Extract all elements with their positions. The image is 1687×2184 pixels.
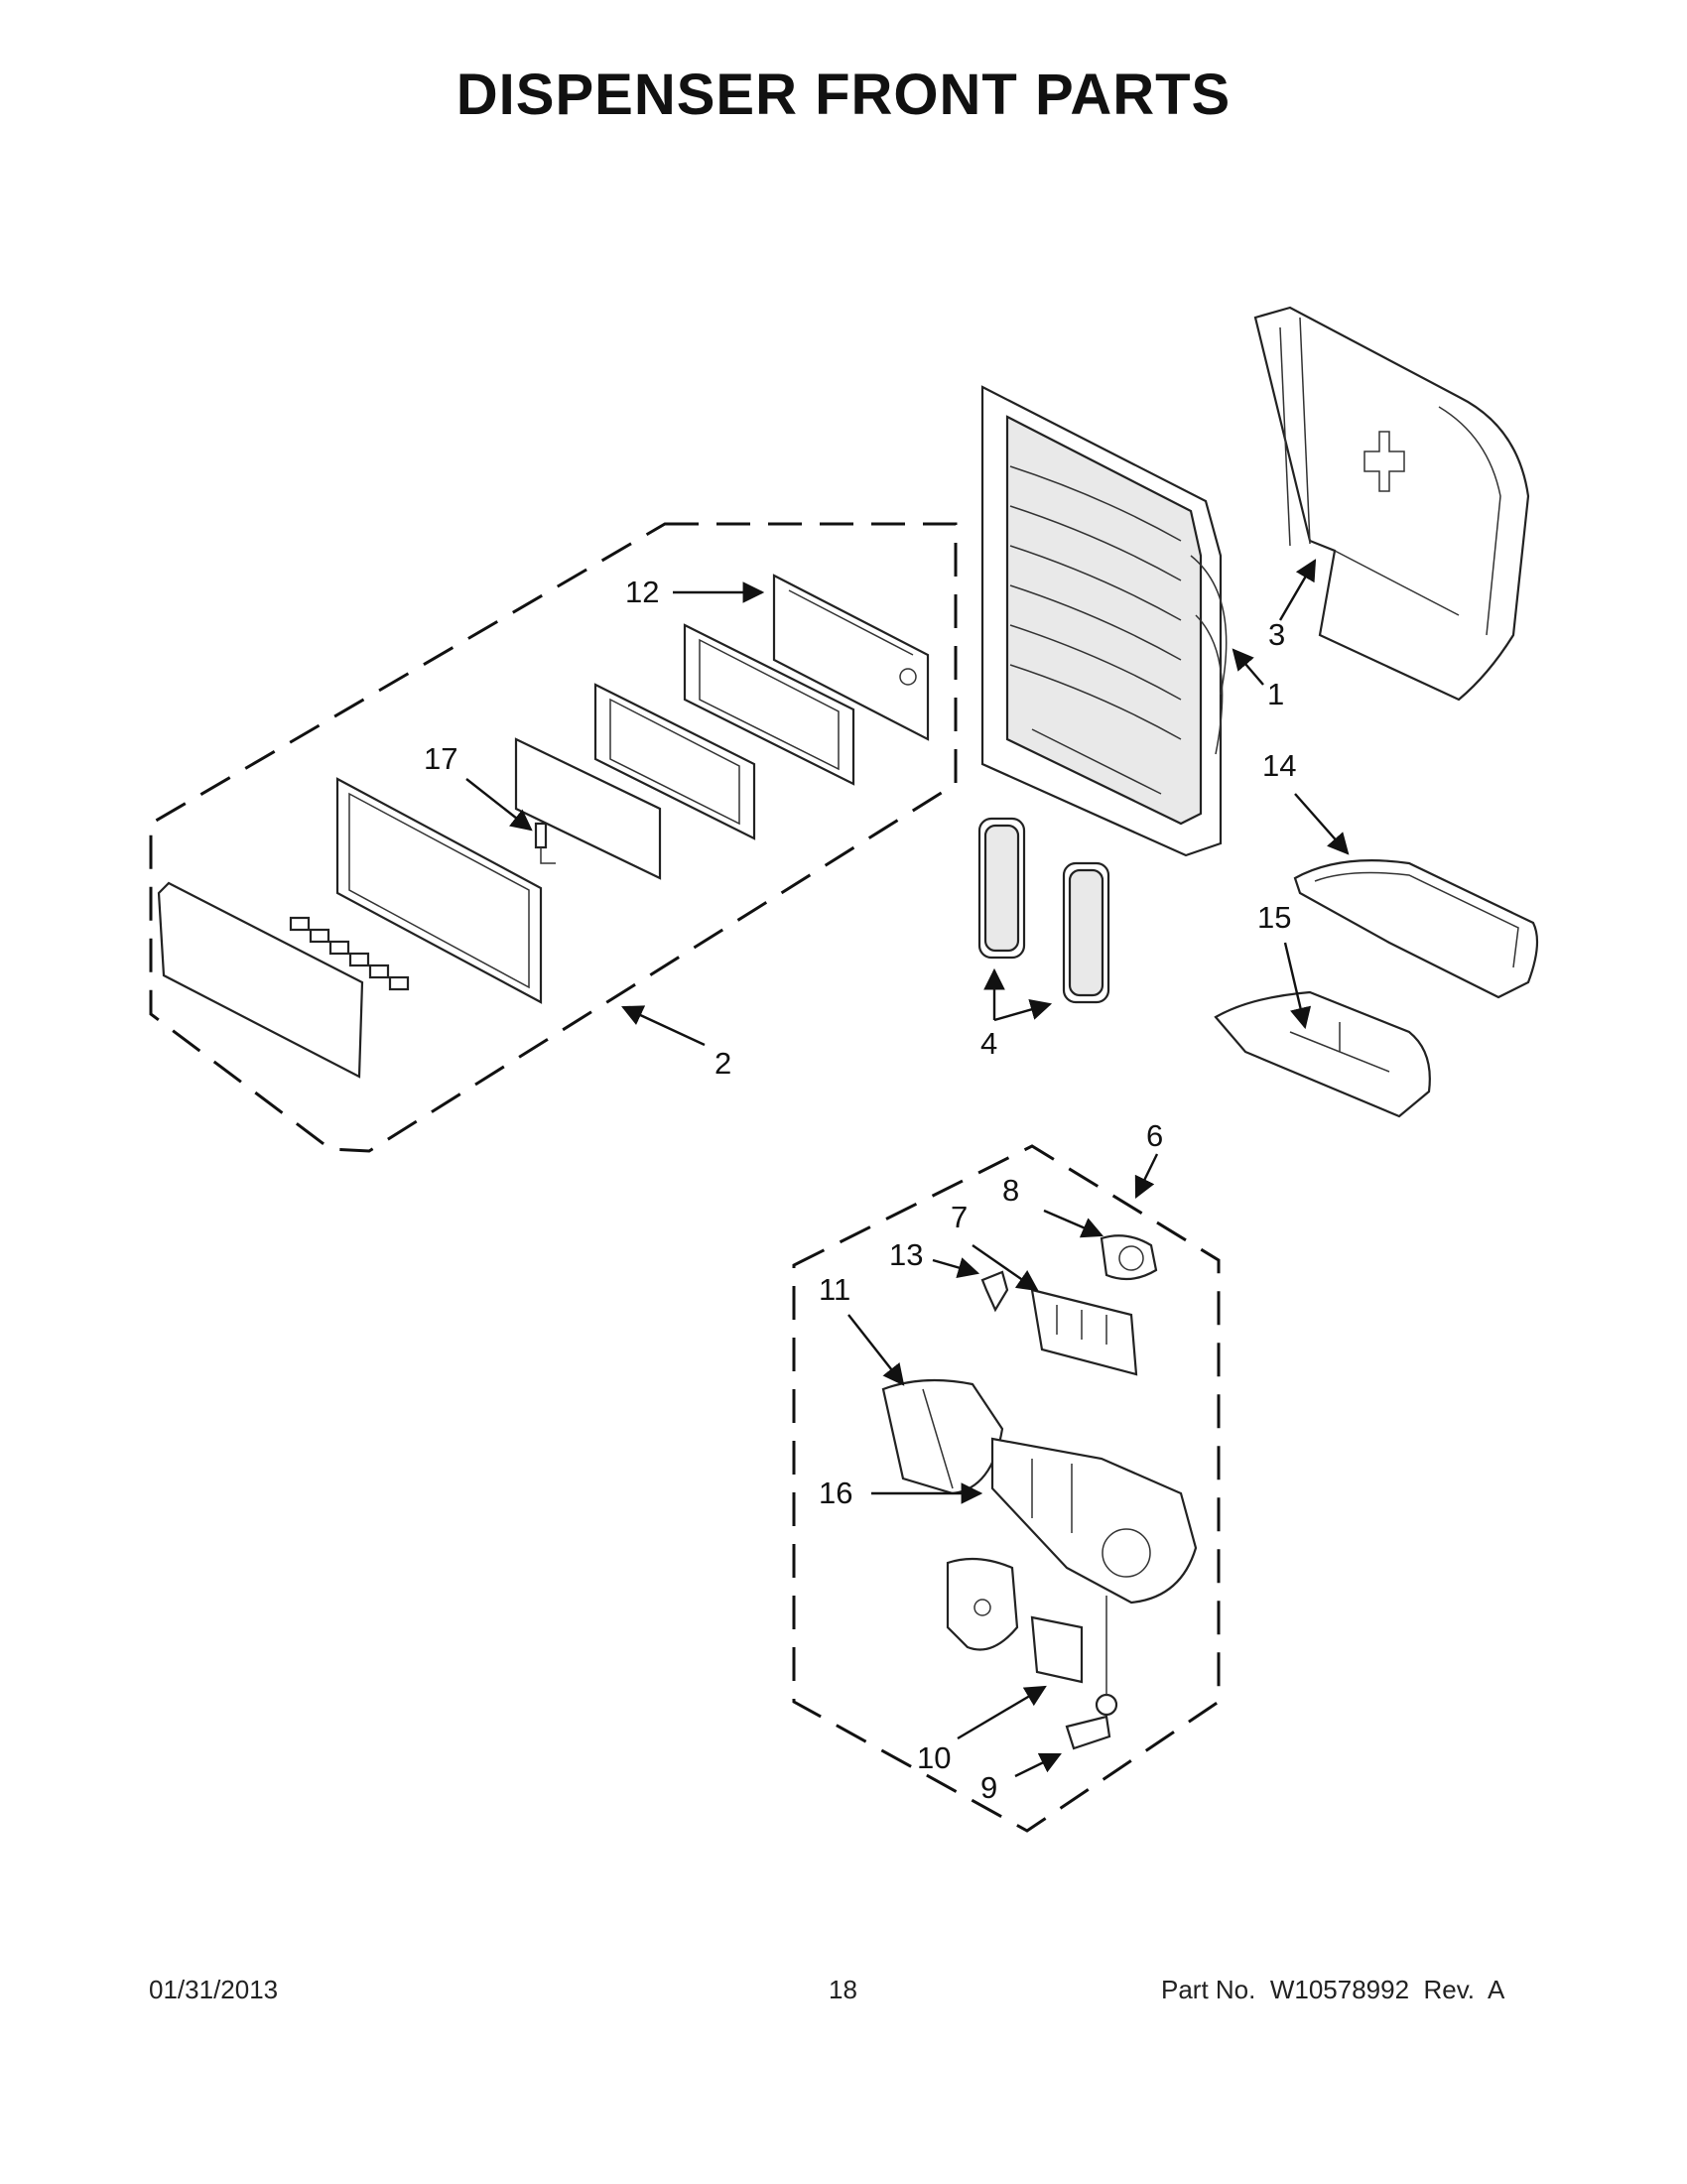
callout-1: 1 [1267, 677, 1284, 711]
leader-arrow-2 [621, 1005, 706, 1047]
control-housing-part [772, 574, 930, 741]
water-valve-part [1030, 1615, 1084, 1684]
dispenser-paddles-part [977, 817, 1110, 1004]
leader-arrow-14 [1294, 793, 1350, 855]
page-title: DISPENSER FRONT PARTS [455, 63, 1232, 127]
callout-14: 14 [1262, 748, 1296, 783]
ice-door-motor-part [1100, 1234, 1158, 1281]
callout-4: 4 [980, 1026, 997, 1061]
leader-arrow-3 [1278, 559, 1317, 621]
footer-part-number: Part No. W10578992 Rev. A [1161, 1975, 1505, 2004]
callout-9: 8 [1002, 1173, 1019, 1208]
callout-13: 13 [889, 1237, 923, 1272]
callout-6: 6 [1146, 1118, 1163, 1153]
dispenser-housing-lower-part [990, 1437, 1198, 1605]
callout-10: 10 [917, 1740, 951, 1775]
water-tube-part [1065, 1596, 1118, 1750]
leader-arrow-1 [1232, 648, 1264, 686]
control-board-part [593, 623, 855, 840]
callout-11: 12 [625, 575, 659, 609]
callout-15: 15 [1257, 900, 1291, 935]
leader-arrow-4b [993, 998, 1053, 1022]
screw-part [980, 1270, 1009, 1313]
leader-arrow-12 [847, 1314, 905, 1386]
leader-arrow-6 [1134, 1153, 1159, 1199]
leader-arrow-13 [932, 1257, 980, 1278]
dispenser-housing-group-outline [792, 1144, 1221, 1833]
leader-arrow-17 [465, 778, 533, 832]
connector-part [534, 822, 556, 864]
control-bezel-part [289, 777, 543, 1004]
leader-arrow-15 [1283, 942, 1312, 1030]
control-panel-front-part [157, 881, 364, 1079]
control-assembly-group-outline [149, 522, 958, 1153]
chute-frame-part [1293, 859, 1539, 999]
dispenser-housing-part [980, 385, 1228, 857]
ice-door-bracket-part [1030, 1288, 1138, 1376]
leader-arrow-10 [957, 1685, 1047, 1740]
light-cover-part [946, 1557, 1019, 1651]
callout-7: 9 [980, 1770, 997, 1805]
footer-page-number: 18 [829, 1975, 857, 2004]
leader-arrow-9 [1043, 1209, 1103, 1238]
callout-8: 7 [951, 1200, 968, 1234]
dispenser-cover-part [1253, 306, 1530, 702]
callout-16: 16 [819, 1476, 852, 1510]
display-lens-part [514, 737, 662, 880]
callout-17: 17 [424, 741, 457, 776]
callout-2: 2 [714, 1046, 731, 1081]
leader-arrow-7 [1014, 1752, 1062, 1778]
callout-3: 3 [1268, 617, 1285, 652]
ice-chute-part [881, 1378, 1004, 1495]
callout-12: 11 [819, 1272, 850, 1307]
leader-arrow-8 [972, 1244, 1039, 1292]
footer-date: 01/31/2013 [149, 1975, 279, 2004]
drip-tray-part [1214, 990, 1431, 1118]
